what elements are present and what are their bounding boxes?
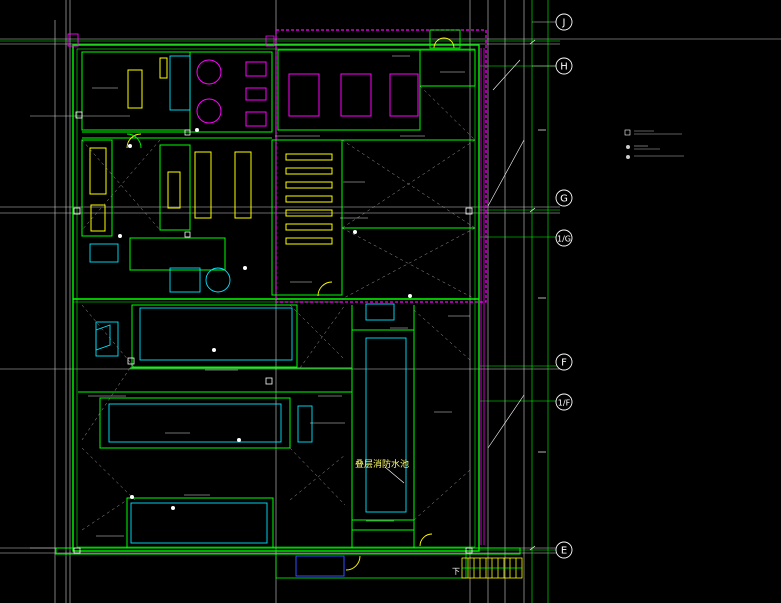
grid-label-j: J: [562, 18, 566, 29]
tank-callout-label: 叠层消防水池: [355, 458, 409, 470]
fixtures-upper-left: [89, 57, 333, 245]
stair: [461, 557, 523, 579]
grid-label-1f: 1/F: [558, 399, 571, 408]
equipment-magenta: [196, 59, 419, 127]
small-annotations: [88, 55, 470, 537]
top-door-fixture: [67, 29, 461, 49]
leader-lines: [487, 59, 525, 449]
datum-lines: [0, 0, 560, 603]
grid-bubble-f: F: [555, 353, 573, 371]
grid-bubble-1g: 1/G: [555, 229, 573, 247]
drain-markers: [118, 128, 412, 510]
grid-bubble-e: E: [555, 541, 573, 559]
legend-block: [624, 129, 684, 159]
stair-label: 下: [452, 567, 460, 576]
tank-callout: [384, 466, 405, 484]
door-swings: [95, 37, 455, 571]
column-markers: [73, 35, 473, 554]
upper-right-room: [277, 49, 476, 229]
grid-bubble-g: G: [555, 189, 573, 207]
grid-bubble-1f: 1/F: [555, 393, 573, 411]
grid-label-1g: 1/G: [557, 235, 571, 244]
grid-label-e: E: [561, 546, 567, 557]
diagonal-guides: [81, 85, 476, 531]
grid-label-h: H: [560, 62, 568, 73]
grid-label-g: G: [560, 194, 568, 205]
grid-label-f: F: [561, 358, 567, 369]
cyan-outlines: [89, 55, 407, 544]
lower-rooms: [78, 304, 415, 549]
grid-bubble-j: J: [532, 13, 573, 31]
dimension-ticks: [529, 39, 546, 551]
grid-bubble-h: H: [532, 57, 573, 75]
magenta-boundary: [275, 29, 487, 545]
base-wall: [55, 547, 521, 579]
